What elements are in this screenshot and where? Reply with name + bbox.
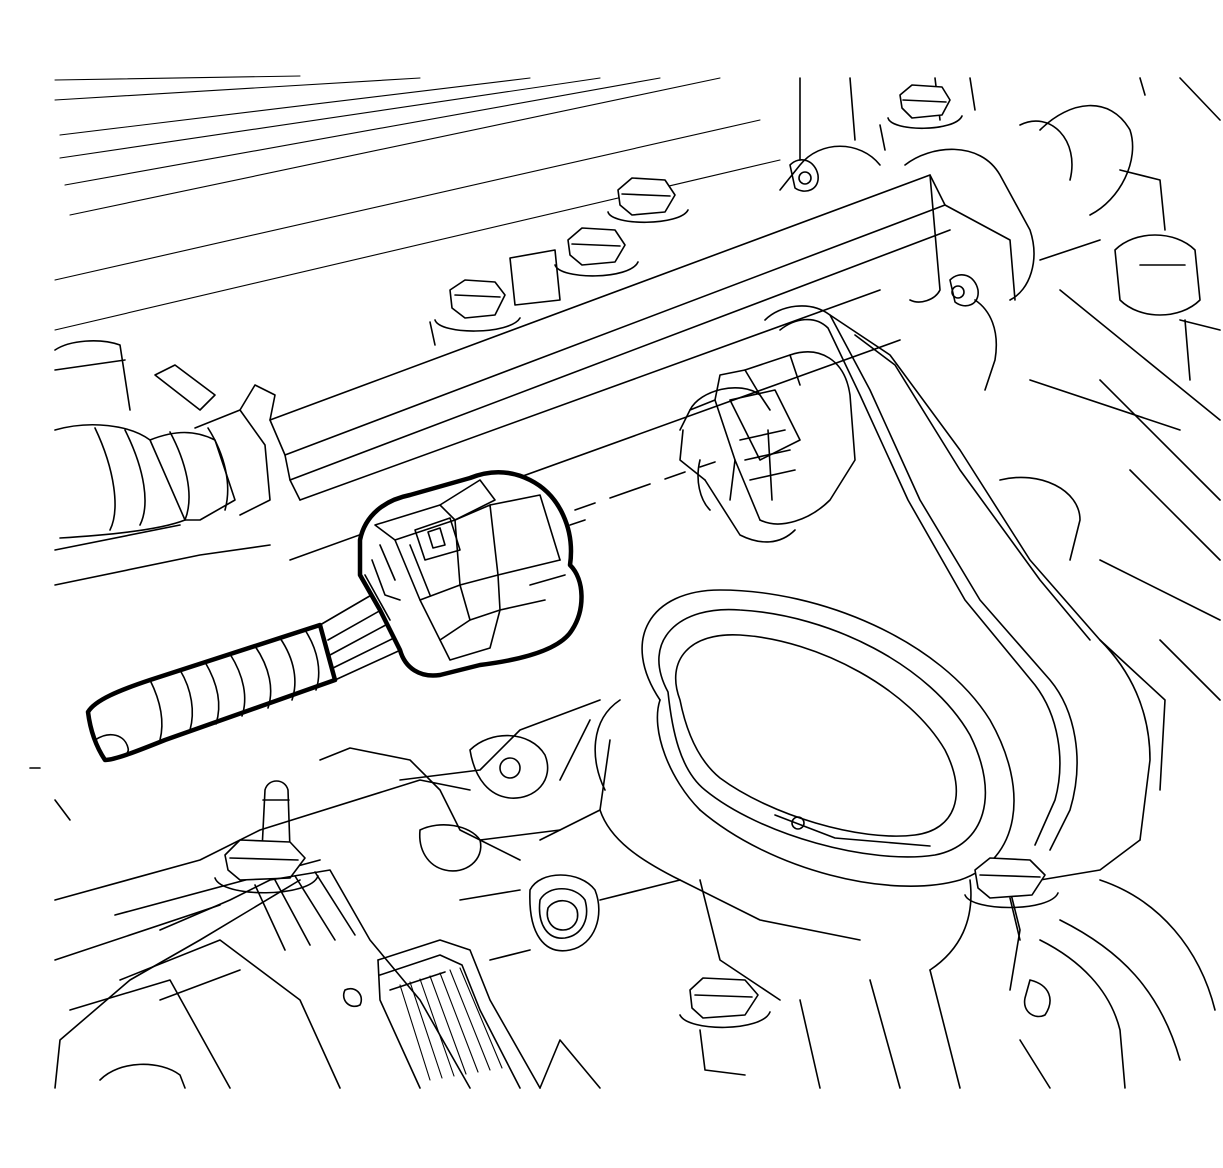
tb-bolt-2 xyxy=(679,977,771,1076)
bolt-1 xyxy=(429,279,521,346)
throttle-body-bolts xyxy=(679,857,1059,1076)
fuel-injector-bolts xyxy=(429,84,963,346)
lower-housing xyxy=(29,699,601,961)
hose-fitting xyxy=(54,340,276,586)
engine-control-module xyxy=(54,779,471,1089)
bolt-4 xyxy=(879,84,963,151)
wire-harness-connector xyxy=(85,470,584,763)
intake-manifold xyxy=(999,104,1221,701)
tb-bolt-1 xyxy=(964,857,1059,941)
ecm-connector xyxy=(377,939,601,1089)
engine-cover xyxy=(54,75,1221,331)
bolt-2 xyxy=(509,227,639,306)
port-fitting xyxy=(529,874,600,952)
right-housing xyxy=(1019,879,1216,1089)
alignment-guide-line xyxy=(569,461,716,526)
fuel-rail xyxy=(269,145,1035,561)
bolt-3 xyxy=(607,177,689,224)
throttle-body-connector xyxy=(679,351,856,543)
throttle-body xyxy=(469,305,1166,1089)
